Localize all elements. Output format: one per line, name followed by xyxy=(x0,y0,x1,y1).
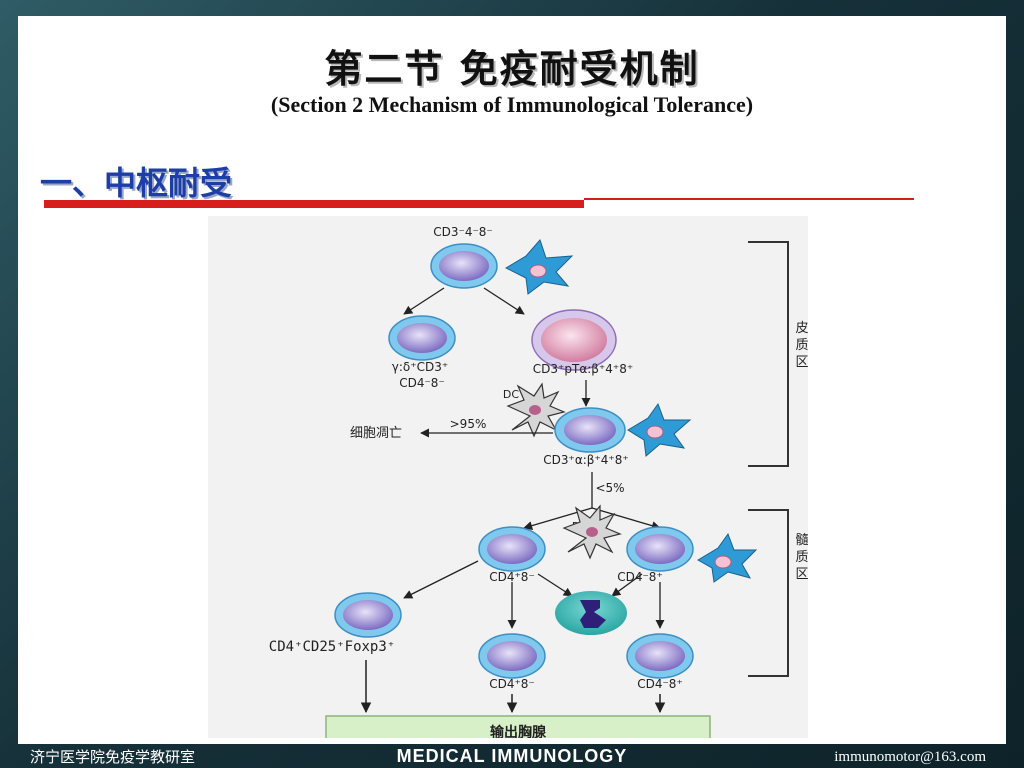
section-heading: 一、中枢耐受 xyxy=(40,164,233,202)
label-apoptosis: 细胞凋亡 xyxy=(350,426,402,441)
gamma-delta-tcell xyxy=(388,315,456,361)
cd4-single-positive xyxy=(478,526,546,572)
label-survive-percent: <5% xyxy=(595,481,624,495)
footer-email: immunomotor@163.com xyxy=(834,749,986,765)
cd8-single-positive xyxy=(626,526,694,572)
tcell-development-diagram: CD3⁻4⁻8⁻ γ:δ⁺CD3⁺ CD4⁻8⁻ CD3⁺pTα:β⁺4⁺8⁺ … xyxy=(208,216,808,738)
label-dp-cell: CD3⁺α:β⁺4⁺8⁺ xyxy=(543,453,628,467)
stromal-cell-bottom xyxy=(697,532,758,583)
thymocyte-dn xyxy=(430,243,498,289)
cortex-bracket xyxy=(748,241,789,467)
section-underline-thick xyxy=(44,200,584,208)
pre-tcr-thymocyte xyxy=(531,309,617,371)
medulla-bracket xyxy=(748,509,789,677)
label-treg: CD4⁺CD25⁺Foxp3⁺ xyxy=(269,639,395,655)
slide-canvas: 第二节 免疫耐受机制 (Section 2 Mechanism of Immun… xyxy=(18,16,1006,744)
label-cd4-sp: CD4⁺8⁻ xyxy=(489,570,535,584)
label-top-cell: CD3⁻4⁻8⁻ xyxy=(433,225,493,239)
slide-title: 第二节 免疫耐受机制 xyxy=(324,47,700,91)
footer-course-title: MEDICAL IMMUNOLOGY xyxy=(396,746,628,766)
label-gd-cell-line2: CD4⁻8⁻ xyxy=(399,376,445,390)
label-cd8-out: CD4⁻8⁺ xyxy=(637,677,683,691)
stromal-cell-middle xyxy=(627,402,692,457)
dendritic-cell-bottom xyxy=(562,504,622,560)
apoptotic-cell xyxy=(555,591,627,635)
cd8-mature-cell xyxy=(626,633,694,679)
thymic-export-box xyxy=(325,715,711,738)
dendritic-cell-top xyxy=(506,382,566,438)
footer-department: 济宁医学院免疫学教研室 xyxy=(30,748,196,766)
treg-cell xyxy=(334,592,402,638)
label-pre-cell: CD3⁺pTα:β⁺4⁺8⁺ xyxy=(533,362,633,376)
label-cortex: 皮质区 xyxy=(795,321,808,370)
label-cd4-out: CD4⁺8⁻ xyxy=(489,677,535,691)
label-cd8-sp: CD4⁻8⁺ xyxy=(617,570,663,584)
label-medulla: 髓质区 xyxy=(795,533,808,582)
section-underline-thin xyxy=(584,198,914,200)
label-dc-top: DC xyxy=(503,388,519,401)
label-export: 输出胸腺 xyxy=(490,724,547,738)
slide-subtitle: (Section 2 Mechanism of Immunological To… xyxy=(270,92,754,117)
label-apoptosis-percent: >95% xyxy=(450,417,487,431)
double-positive-thymocyte xyxy=(554,407,626,453)
stromal-cell-top xyxy=(504,239,574,295)
cd4-mature-cell xyxy=(478,633,546,679)
label-gd-cell-line1: γ:δ⁺CD3⁺ xyxy=(392,360,448,374)
